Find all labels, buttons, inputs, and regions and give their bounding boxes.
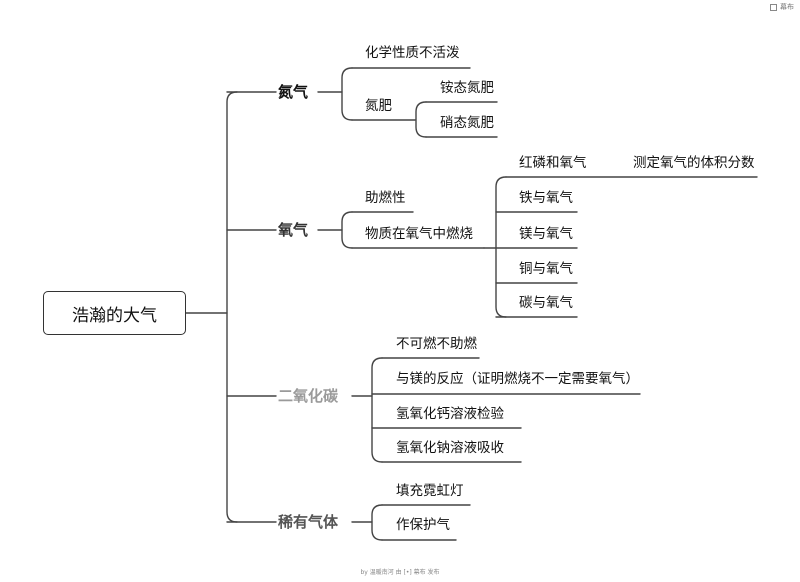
node-combustion-support[interactable]: 助燃性 [365, 190, 406, 206]
branch-co2[interactable]: 二氧化碳 [278, 387, 339, 405]
node-nonflammable[interactable]: 不可燃不助燃 [396, 336, 477, 352]
node-magnesium-oxygen[interactable]: 镁与氧气 [519, 226, 573, 242]
node-burning-in-oxygen[interactable]: 物质在氧气中燃烧 [365, 226, 473, 242]
branch-nitrogen[interactable]: 氮气 [278, 83, 309, 101]
oxygen-trunk [341, 211, 353, 249]
root-node[interactable]: 浩瀚的大气 [43, 291, 186, 335]
main-trunk [226, 91, 238, 523]
node-inert[interactable]: 化学性质不活泼 [365, 45, 460, 61]
node-oxygen-volume-fraction[interactable]: 测定氧气的体积分数 [633, 155, 755, 171]
node-copper-oxygen[interactable]: 铜与氧气 [519, 261, 573, 277]
burning-trunk [495, 176, 507, 318]
node-carbon-oxygen[interactable]: 碳与氧气 [519, 295, 573, 311]
brand: 幕布 [770, 2, 794, 12]
node-phosphorus-oxygen[interactable]: 红磷和氧气 [519, 155, 587, 171]
node-ammonium-fertilizer[interactable]: 铵态氮肥 [440, 80, 494, 96]
node-naoh-absorption[interactable]: 氢氧化钠溶液吸收 [396, 440, 504, 456]
node-protective-gas[interactable]: 作保护气 [396, 517, 450, 533]
node-limewater-test[interactable]: 氢氧化钙溶液检验 [396, 406, 504, 422]
branch-oxygen[interactable]: 氧气 [278, 221, 309, 239]
branch-noble-gas[interactable]: 稀有气体 [278, 513, 339, 531]
node-neon-lights[interactable]: 填充霓虹灯 [396, 483, 464, 499]
node-magnesium-reaction[interactable]: 与镁的反应（证明燃烧不一定需要氧气） [396, 371, 639, 387]
fertilizer-trunk [415, 101, 427, 138]
node-iron-oxygen[interactable]: 铁与氧气 [519, 190, 573, 206]
nitrogen-trunk [341, 67, 353, 121]
noble-trunk [371, 504, 383, 541]
brand-label: 幕布 [780, 3, 794, 11]
node-fertilizer[interactable]: 氮肥 [365, 98, 392, 114]
node-nitrate-fertilizer[interactable]: 硝态氮肥 [440, 115, 494, 131]
mubu-logo-icon [770, 3, 777, 11]
footer-credit: by 温暖南河 由 [•] 幕布 发布 [360, 569, 440, 576]
co2-trunk [371, 357, 383, 463]
